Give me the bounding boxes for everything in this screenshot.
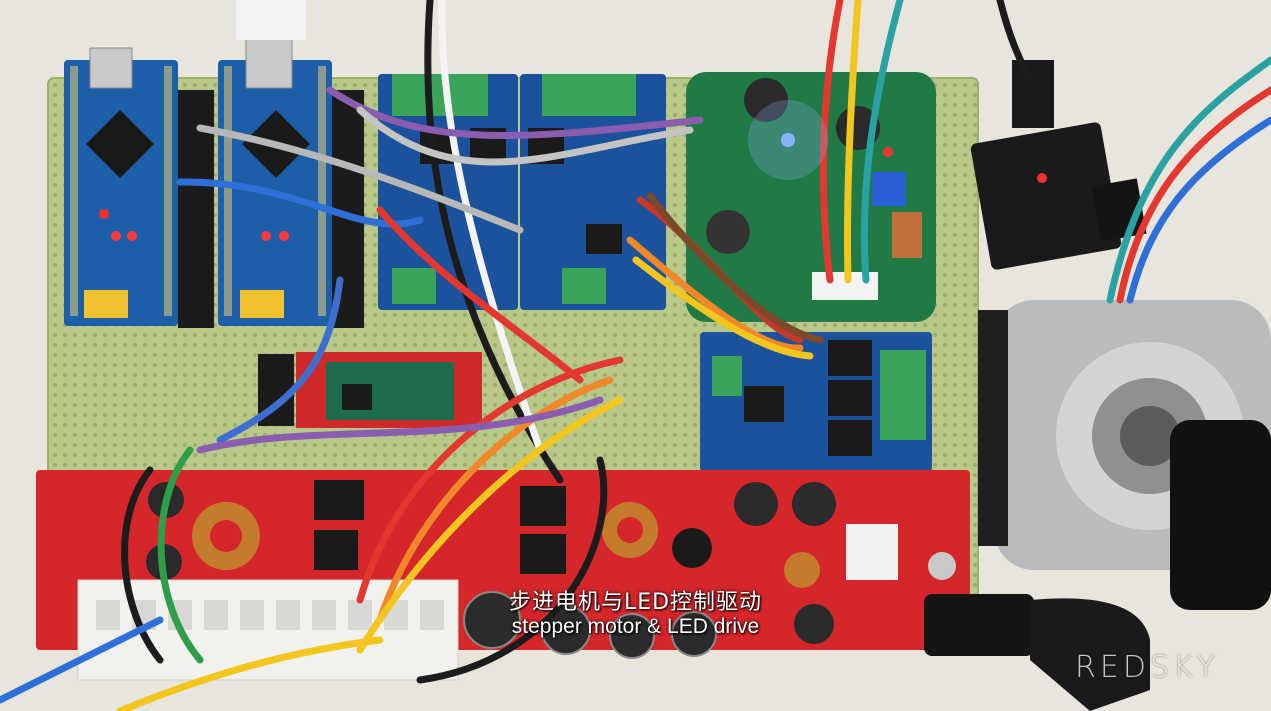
subtitle-english: stepper motor & LED drive bbox=[511, 615, 760, 638]
atx-pins bbox=[96, 600, 444, 630]
stepper-motor bbox=[978, 300, 1271, 610]
led-glow bbox=[748, 100, 828, 180]
subtitle-chinese: 步进电机与LED控制驱动 bbox=[508, 590, 763, 615]
bluetooth-module bbox=[296, 352, 482, 428]
driver-board-upper-right bbox=[520, 74, 666, 310]
driver-board-lower bbox=[700, 332, 932, 472]
arduino-nano-left bbox=[64, 47, 178, 326]
watermark-logo: REDSKY bbox=[1075, 650, 1219, 685]
header-black-left bbox=[178, 90, 214, 328]
capacitors-bottom bbox=[463, 591, 717, 659]
dc-plug bbox=[924, 594, 1150, 711]
